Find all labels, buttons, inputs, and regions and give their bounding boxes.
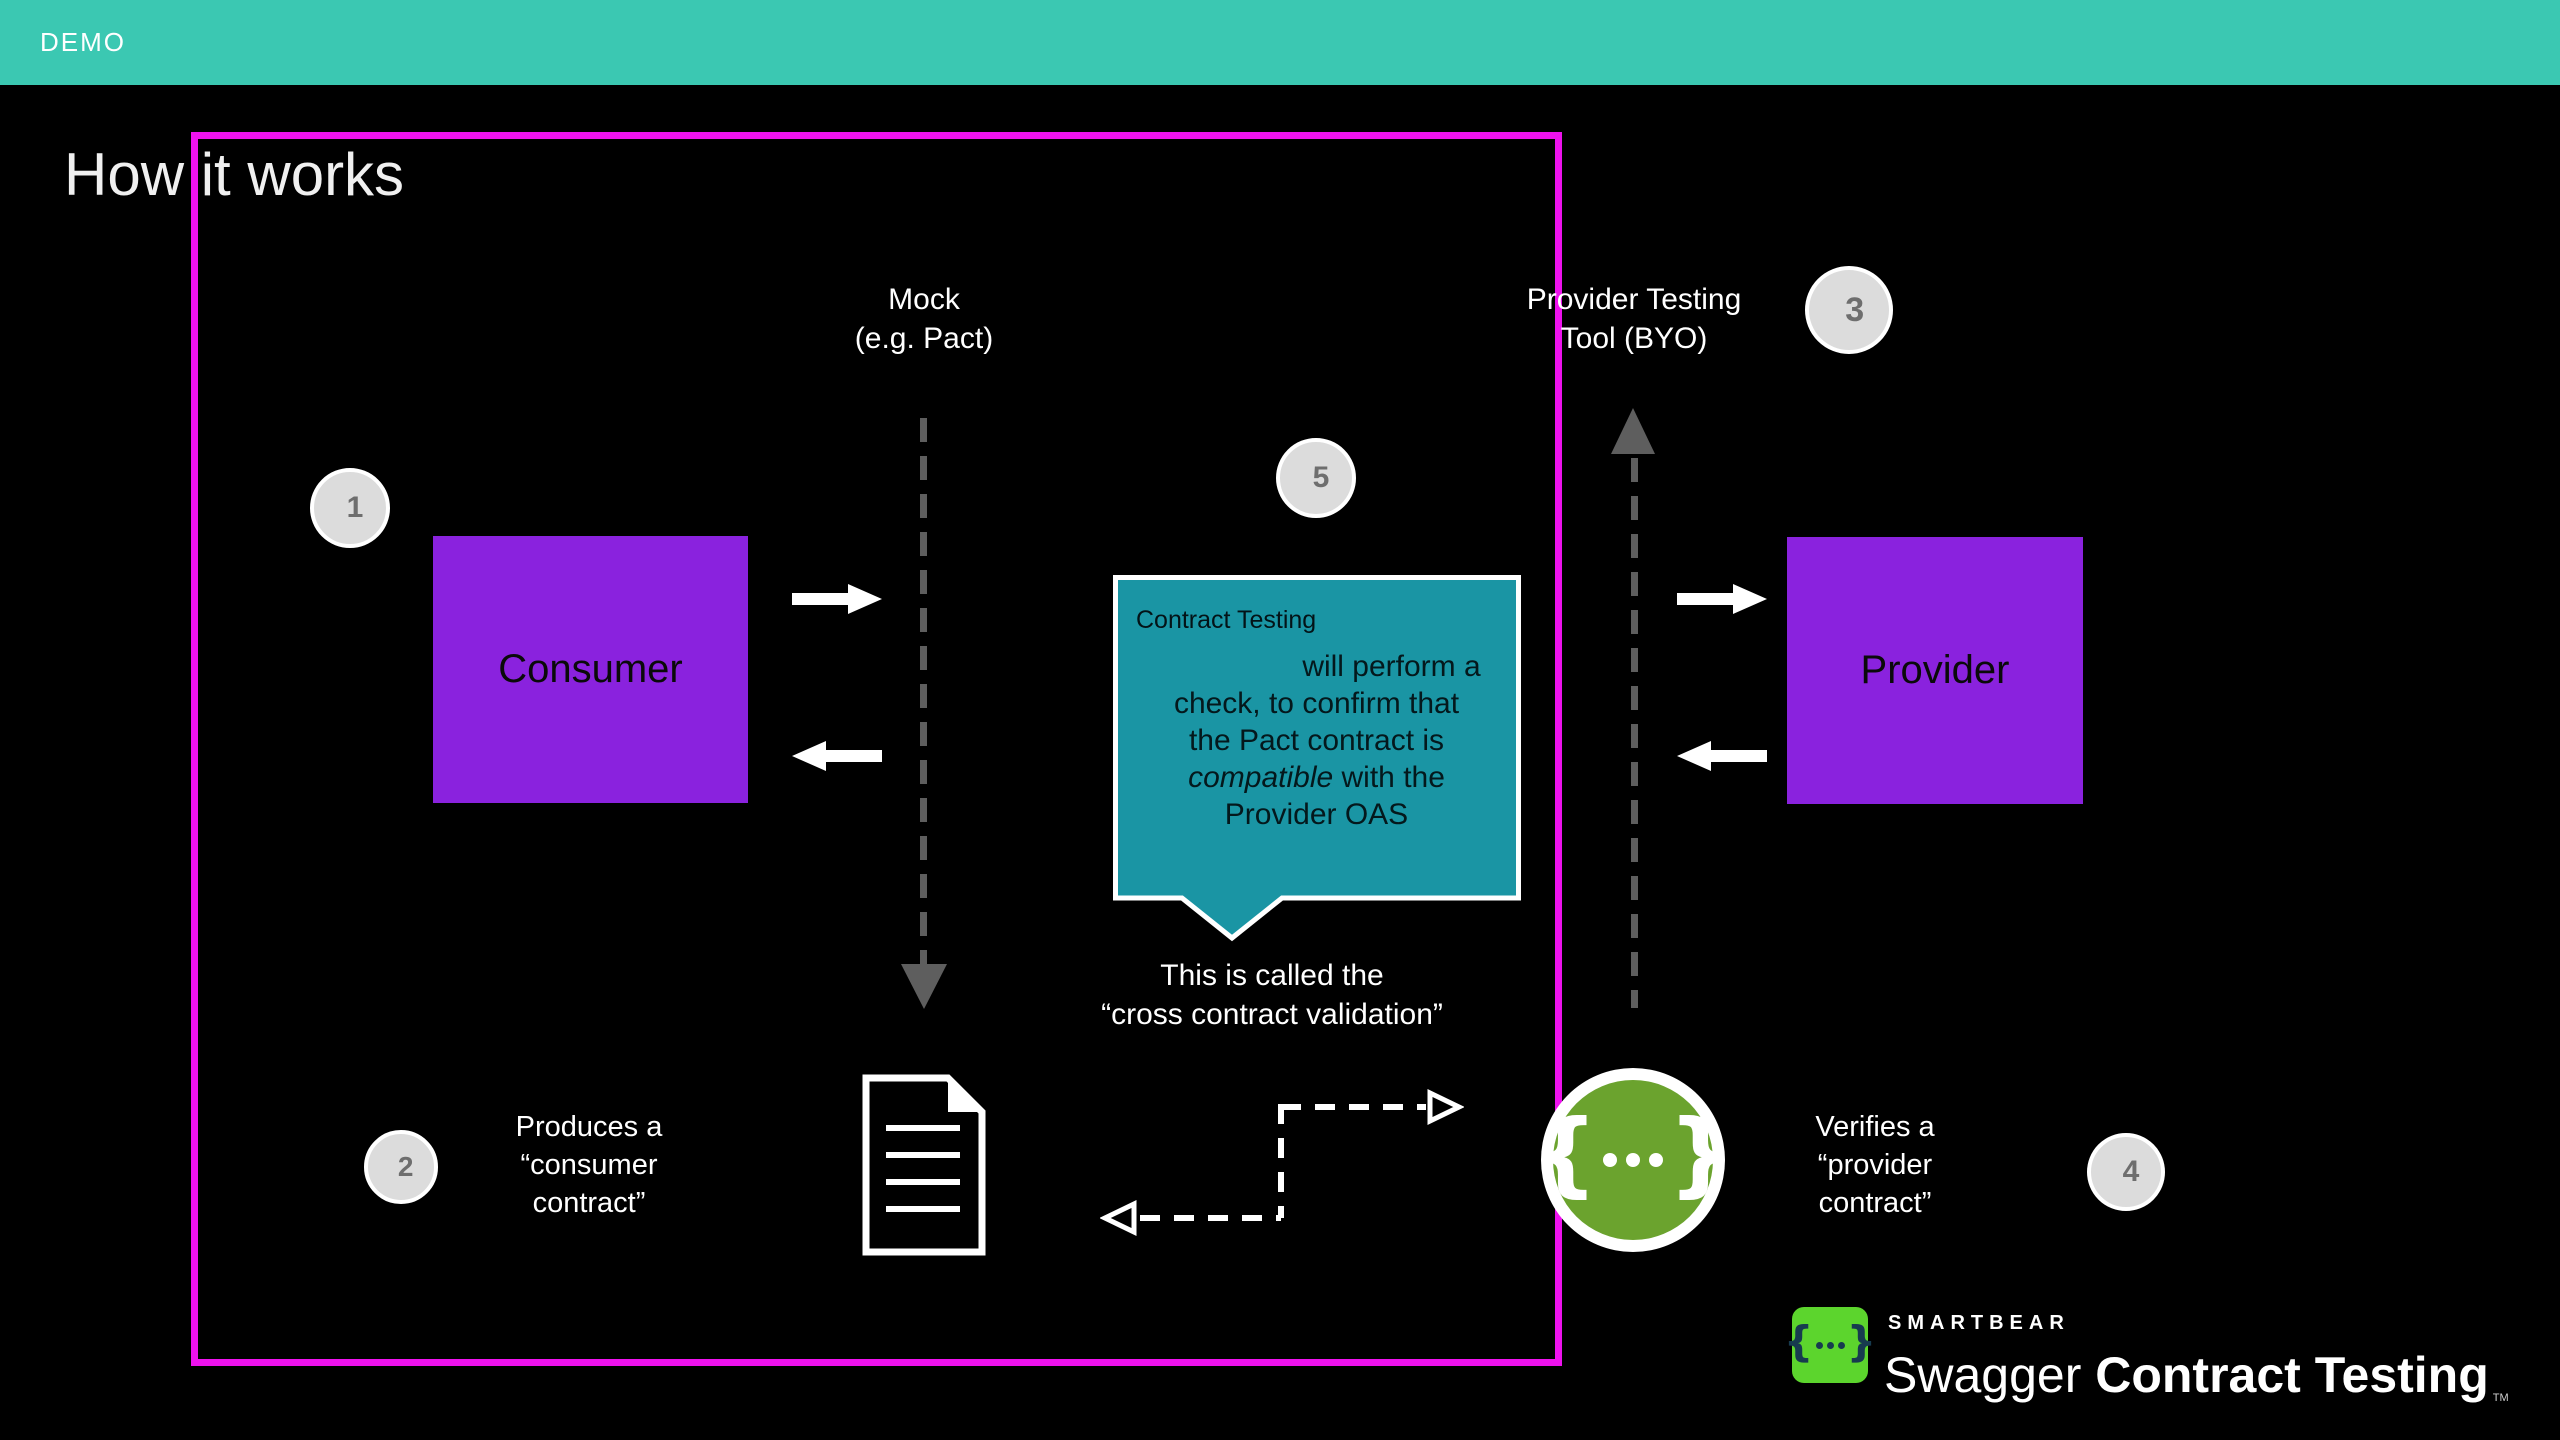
meeting-header-bar: DEMO [0,0,2560,85]
arrow-left-icon [792,741,882,771]
swagger-text: Swagger [1884,1347,2096,1403]
flow-dashed-top [1281,1104,1426,1110]
step-circle-2: 2 [364,1130,438,1204]
provider-dashed-line [1631,458,1638,1008]
arrow-left-icon [1677,741,1767,771]
open-arrow-right-icon [1427,1089,1464,1125]
provider-box: Provider [1787,537,2083,804]
verifies-caption: Verifies a “provider contract” [1815,1111,1935,1219]
swagger-braces-icon: { } [1533,1080,1734,1240]
mock-label: Mock (e.g. Pact) [854,283,994,355]
callout-body: will perform a check, to confirm that th… [1173,650,1481,831]
product-text: Contract Testing [2095,1347,2489,1403]
smartbear-wordmark: SMARTBEAR [1888,1312,2070,1334]
consumer-label: Consumer [498,647,683,691]
step-circle-1: 1 [310,468,390,548]
provider-tool-label: Provider Testing Tool (BYO) [1526,283,1742,355]
arrow-up-icon [1611,408,1655,454]
validation-caption: This is called the “cross contract valid… [1101,959,1443,1031]
callout-tool-name: Contract Testing [1136,606,1317,634]
flow-dashed-vertical [1278,1104,1284,1218]
page-title: How it works [64,141,405,208]
provider-label: Provider [1860,648,2010,692]
flow-dashed-bottom [1140,1215,1281,1221]
swagger-badge: { } [1533,1068,1734,1252]
trademark: TM [2492,1392,2509,1404]
step-circle-3: 3 [1805,266,1893,354]
smartbear-braces-icon: { } [1784,1307,1876,1383]
highlight-frame [191,132,1562,1366]
consumer-box: Consumer [433,536,748,803]
step-circle-4: 4 [2087,1133,2165,1211]
step-circle-5: 5 [1276,438,1356,518]
open-arrow-left-icon [1100,1200,1137,1236]
arrow-right-icon [1677,584,1767,614]
arrow-down-icon [901,964,947,1009]
mock-dashed-line [920,418,927,966]
callout-bubble [1113,575,1521,942]
contract-document-icon [862,1074,986,1256]
demo-badge: DEMO [40,27,126,57]
produces-caption: Produces a “consumer contract” [515,1111,663,1219]
arrow-right-icon [792,584,882,614]
